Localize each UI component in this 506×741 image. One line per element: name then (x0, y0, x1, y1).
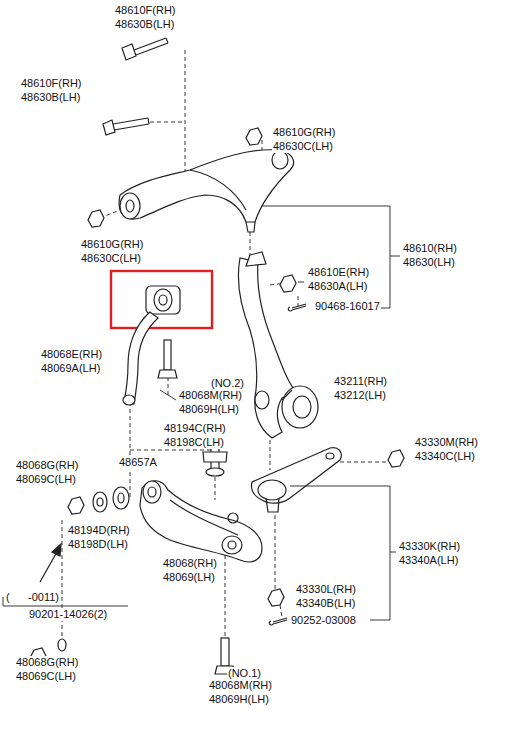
part-number: 43340A(LH) (398, 554, 459, 567)
part-number: 43330M(RH) (414, 436, 479, 449)
part-number: 48630C(LH) (80, 252, 142, 265)
part-number: 48657A (118, 456, 158, 469)
part-number: 90252-03008 (290, 614, 357, 627)
part-number: ( -0011) (5, 591, 60, 604)
part-number: 43340C(LH) (414, 450, 476, 463)
part-number: 48069C(LH) (15, 670, 77, 683)
part-number: 90201-14026(2) (28, 608, 108, 621)
nuts (30, 128, 404, 665)
part-number: 48069H(LH) (178, 403, 240, 416)
part-number: 48198D(LH) (67, 538, 129, 551)
part-number: 48069C(LH) (15, 473, 77, 486)
part-number: 43340B(LH) (295, 597, 356, 610)
part-number: 43211(RH) (333, 375, 388, 388)
leader-lines (62, 50, 395, 640)
brackets (3, 206, 400, 620)
part-number: 48610F(RH) (114, 4, 177, 17)
part-number: 43212(LH) (333, 389, 387, 402)
part-number: 48068G(RH) (15, 656, 79, 669)
part-number: 48068E(RH) (40, 348, 103, 361)
part-number: 90468-16017 (314, 300, 381, 313)
strut-bolt (158, 340, 177, 378)
part-number: 48610G(RH) (272, 126, 336, 139)
part-number: 48198C(LH) (163, 436, 225, 449)
upper-arm-bolt (122, 38, 168, 60)
part-number: 48069A(LH) (40, 362, 101, 375)
upper-arm-bolt-2 (103, 118, 149, 135)
washers (58, 487, 129, 651)
part-number: 48610G(RH) (80, 238, 144, 251)
part-number: 48630B(LH) (114, 18, 175, 31)
part-number: 48194D(RH) (67, 524, 131, 537)
part-number: 48610E(RH) (307, 266, 370, 279)
part-number: 43330L(RH) (295, 583, 357, 596)
part-number: 48630C(LH) (272, 140, 334, 153)
part-number: 48068M(RH) (178, 389, 243, 402)
part-number: 43330K(RH) (398, 540, 461, 553)
part-number: 48630(LH) (402, 256, 456, 269)
part-number: 48069(LH) (162, 571, 216, 584)
lower-ball-joint (251, 448, 341, 512)
lower-control-arm (140, 481, 262, 562)
part-number: 48610F(RH) (20, 77, 83, 90)
part-number: 48068(RH) (162, 557, 218, 570)
strut-bushing (146, 286, 180, 314)
part-number: 48194C(RH) (163, 422, 227, 435)
cam-bolt (203, 445, 227, 476)
strut-rod (123, 312, 158, 405)
part-number: 48068M(RH) (208, 679, 273, 692)
upper-control-arm (119, 150, 293, 232)
part-number: 48068G(RH) (15, 459, 79, 472)
part-number: 48069H(LH) (208, 693, 270, 706)
part-number: 48630B(LH) (20, 91, 81, 104)
part-number: 48630A(LH) (307, 280, 368, 293)
part-number: 48610(RH) (402, 242, 458, 255)
pointer-arrow (40, 544, 61, 582)
highlight-box (111, 271, 212, 328)
